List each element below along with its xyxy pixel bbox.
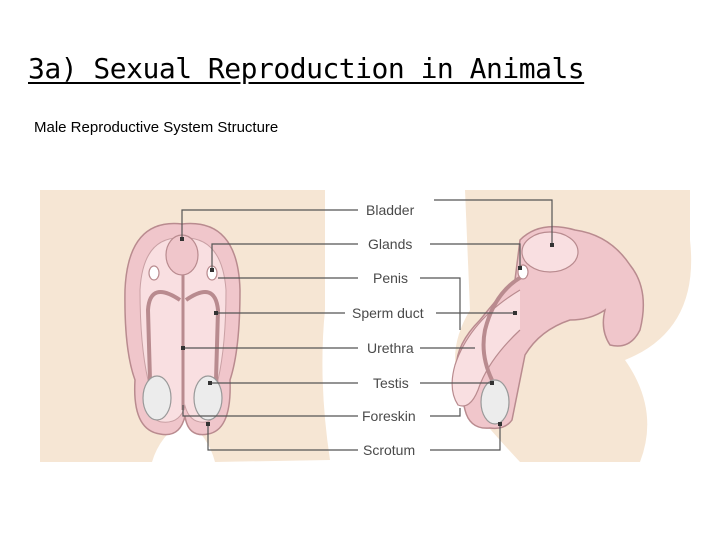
dot-bladder-side — [550, 243, 554, 247]
leader-lines — [181, 199, 553, 451]
dot-bladder-front — [180, 237, 184, 241]
lead-penis-side — [420, 277, 461, 330]
label-glands: Glands — [368, 236, 412, 252]
front-gland-left — [148, 265, 160, 281]
dot-glands-side — [518, 266, 522, 270]
labels: Bladder Glands Penis Sperm duct Urethra … — [352, 202, 424, 458]
label-foreskin: Foreskin — [362, 408, 416, 424]
label-penis: Penis — [373, 270, 408, 286]
lead-foreskin-side — [430, 408, 461, 417]
lead-scrotum-side — [430, 424, 501, 451]
label-testis: Testis — [373, 375, 409, 391]
lead-bladder-front — [181, 209, 358, 240]
side-view — [451, 190, 692, 462]
lead-glands-front — [211, 243, 358, 270]
dot-testis-front — [208, 381, 212, 385]
side-sperm-duct — [481, 273, 526, 381]
dot-scrotum-front — [206, 422, 210, 426]
dot-scrotum-side — [498, 422, 502, 426]
front-testis-right — [193, 375, 223, 421]
lead-foreskin-front — [182, 405, 358, 417]
side-testis — [480, 379, 510, 425]
lead-bladder-side — [434, 199, 553, 245]
label-sperm-duct: Sperm duct — [352, 305, 424, 321]
leader-dots — [180, 237, 554, 426]
slide-title: 3a) Sexual Reproduction in Animals — [28, 52, 585, 85]
label-scrotum: Scrotum — [363, 442, 415, 458]
front-testis-left — [142, 375, 172, 421]
side-penis — [451, 289, 521, 407]
slide-subtitle: Male Reproductive System Structure — [34, 119, 279, 136]
male-reproductive-diagram: Bladder Glands Penis Sperm duct Urethra … — [40, 190, 692, 462]
lead-glands-side — [430, 243, 521, 268]
dot-sperm-side — [513, 311, 517, 315]
label-bladder: Bladder — [366, 202, 415, 218]
lead-scrotum-front — [207, 424, 358, 451]
front-view — [40, 190, 330, 462]
side-bladder-shape — [521, 231, 579, 273]
label-urethra: Urethra — [367, 340, 414, 356]
dot-glands-front — [210, 268, 214, 272]
dot-sperm-front — [214, 311, 218, 315]
dot-testis-side — [490, 381, 494, 385]
dot-urethra-front — [181, 346, 185, 350]
